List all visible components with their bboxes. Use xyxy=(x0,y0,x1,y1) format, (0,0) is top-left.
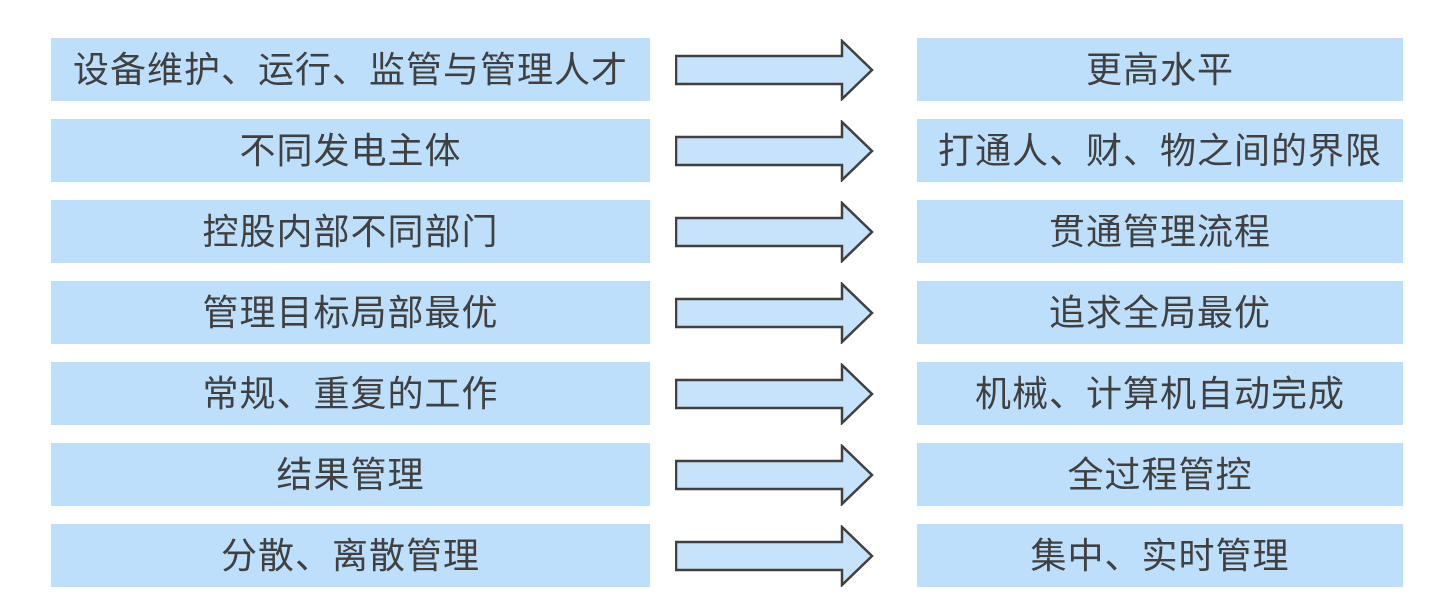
source-box-label: 不同发电主体 xyxy=(239,129,462,171)
mapping-row: 设备维护、运行、监管与管理人才 更高水平 xyxy=(0,38,1448,101)
target-box-label: 打通人、财、物之间的界限 xyxy=(937,129,1382,171)
target-box: 贯通管理流程 xyxy=(917,200,1403,263)
target-box: 全过程管控 xyxy=(917,443,1403,506)
source-box: 结果管理 xyxy=(51,443,650,506)
mapping-row: 控股内部不同部门 贯通管理流程 xyxy=(0,200,1448,263)
target-box-label: 追求全局最优 xyxy=(1048,291,1271,333)
source-box: 设备维护、运行、监管与管理人才 xyxy=(51,38,650,101)
source-box-label: 分散、离散管理 xyxy=(220,534,480,576)
target-box-label: 更高水平 xyxy=(1085,48,1234,90)
block-arrow-right-icon xyxy=(675,119,874,182)
source-box-label: 设备维护、运行、监管与管理人才 xyxy=(72,48,628,90)
block-arrow-right-icon xyxy=(675,38,874,101)
arrow-cell xyxy=(650,38,917,101)
mapping-row: 不同发电主体 打通人、财、物之间的界限 xyxy=(0,119,1448,182)
source-box-label: 结果管理 xyxy=(276,453,425,495)
arrow-cell xyxy=(650,362,917,425)
source-box: 不同发电主体 xyxy=(51,119,650,182)
block-arrow-right-icon xyxy=(675,362,874,425)
source-box: 常规、重复的工作 xyxy=(51,362,650,425)
arrow-cell xyxy=(650,524,917,587)
target-box: 追求全局最优 xyxy=(917,281,1403,344)
arrow-cell xyxy=(650,119,917,182)
target-box: 集中、实时管理 xyxy=(917,524,1403,587)
mapping-row: 结果管理 全过程管控 xyxy=(0,443,1448,506)
mapping-row: 常规、重复的工作 机械、计算机自动完成 xyxy=(0,362,1448,425)
target-box-label: 贯通管理流程 xyxy=(1048,210,1271,252)
source-box-label: 管理目标局部最优 xyxy=(202,291,499,333)
block-arrow-right-icon xyxy=(675,524,874,587)
source-box-label: 常规、重复的工作 xyxy=(202,372,499,414)
block-arrow-right-icon xyxy=(675,200,874,263)
target-box: 更高水平 xyxy=(917,38,1403,101)
target-box-label: 全过程管控 xyxy=(1067,453,1253,495)
target-box: 机械、计算机自动完成 xyxy=(917,362,1403,425)
source-box-label: 控股内部不同部门 xyxy=(202,210,499,252)
source-box: 管理目标局部最优 xyxy=(51,281,650,344)
target-box-label: 机械、计算机自动完成 xyxy=(974,372,1345,414)
block-arrow-right-icon xyxy=(675,443,874,506)
arrow-cell xyxy=(650,443,917,506)
mapping-row: 管理目标局部最优 追求全局最优 xyxy=(0,281,1448,344)
source-box: 分散、离散管理 xyxy=(51,524,650,587)
target-box-label: 集中、实时管理 xyxy=(1030,534,1290,576)
mapping-row: 分散、离散管理 集中、实时管理 xyxy=(0,524,1448,587)
source-box: 控股内部不同部门 xyxy=(51,200,650,263)
arrow-cell xyxy=(650,281,917,344)
block-arrow-right-icon xyxy=(675,281,874,344)
arrow-cell xyxy=(650,200,917,263)
target-box: 打通人、财、物之间的界限 xyxy=(917,119,1403,182)
